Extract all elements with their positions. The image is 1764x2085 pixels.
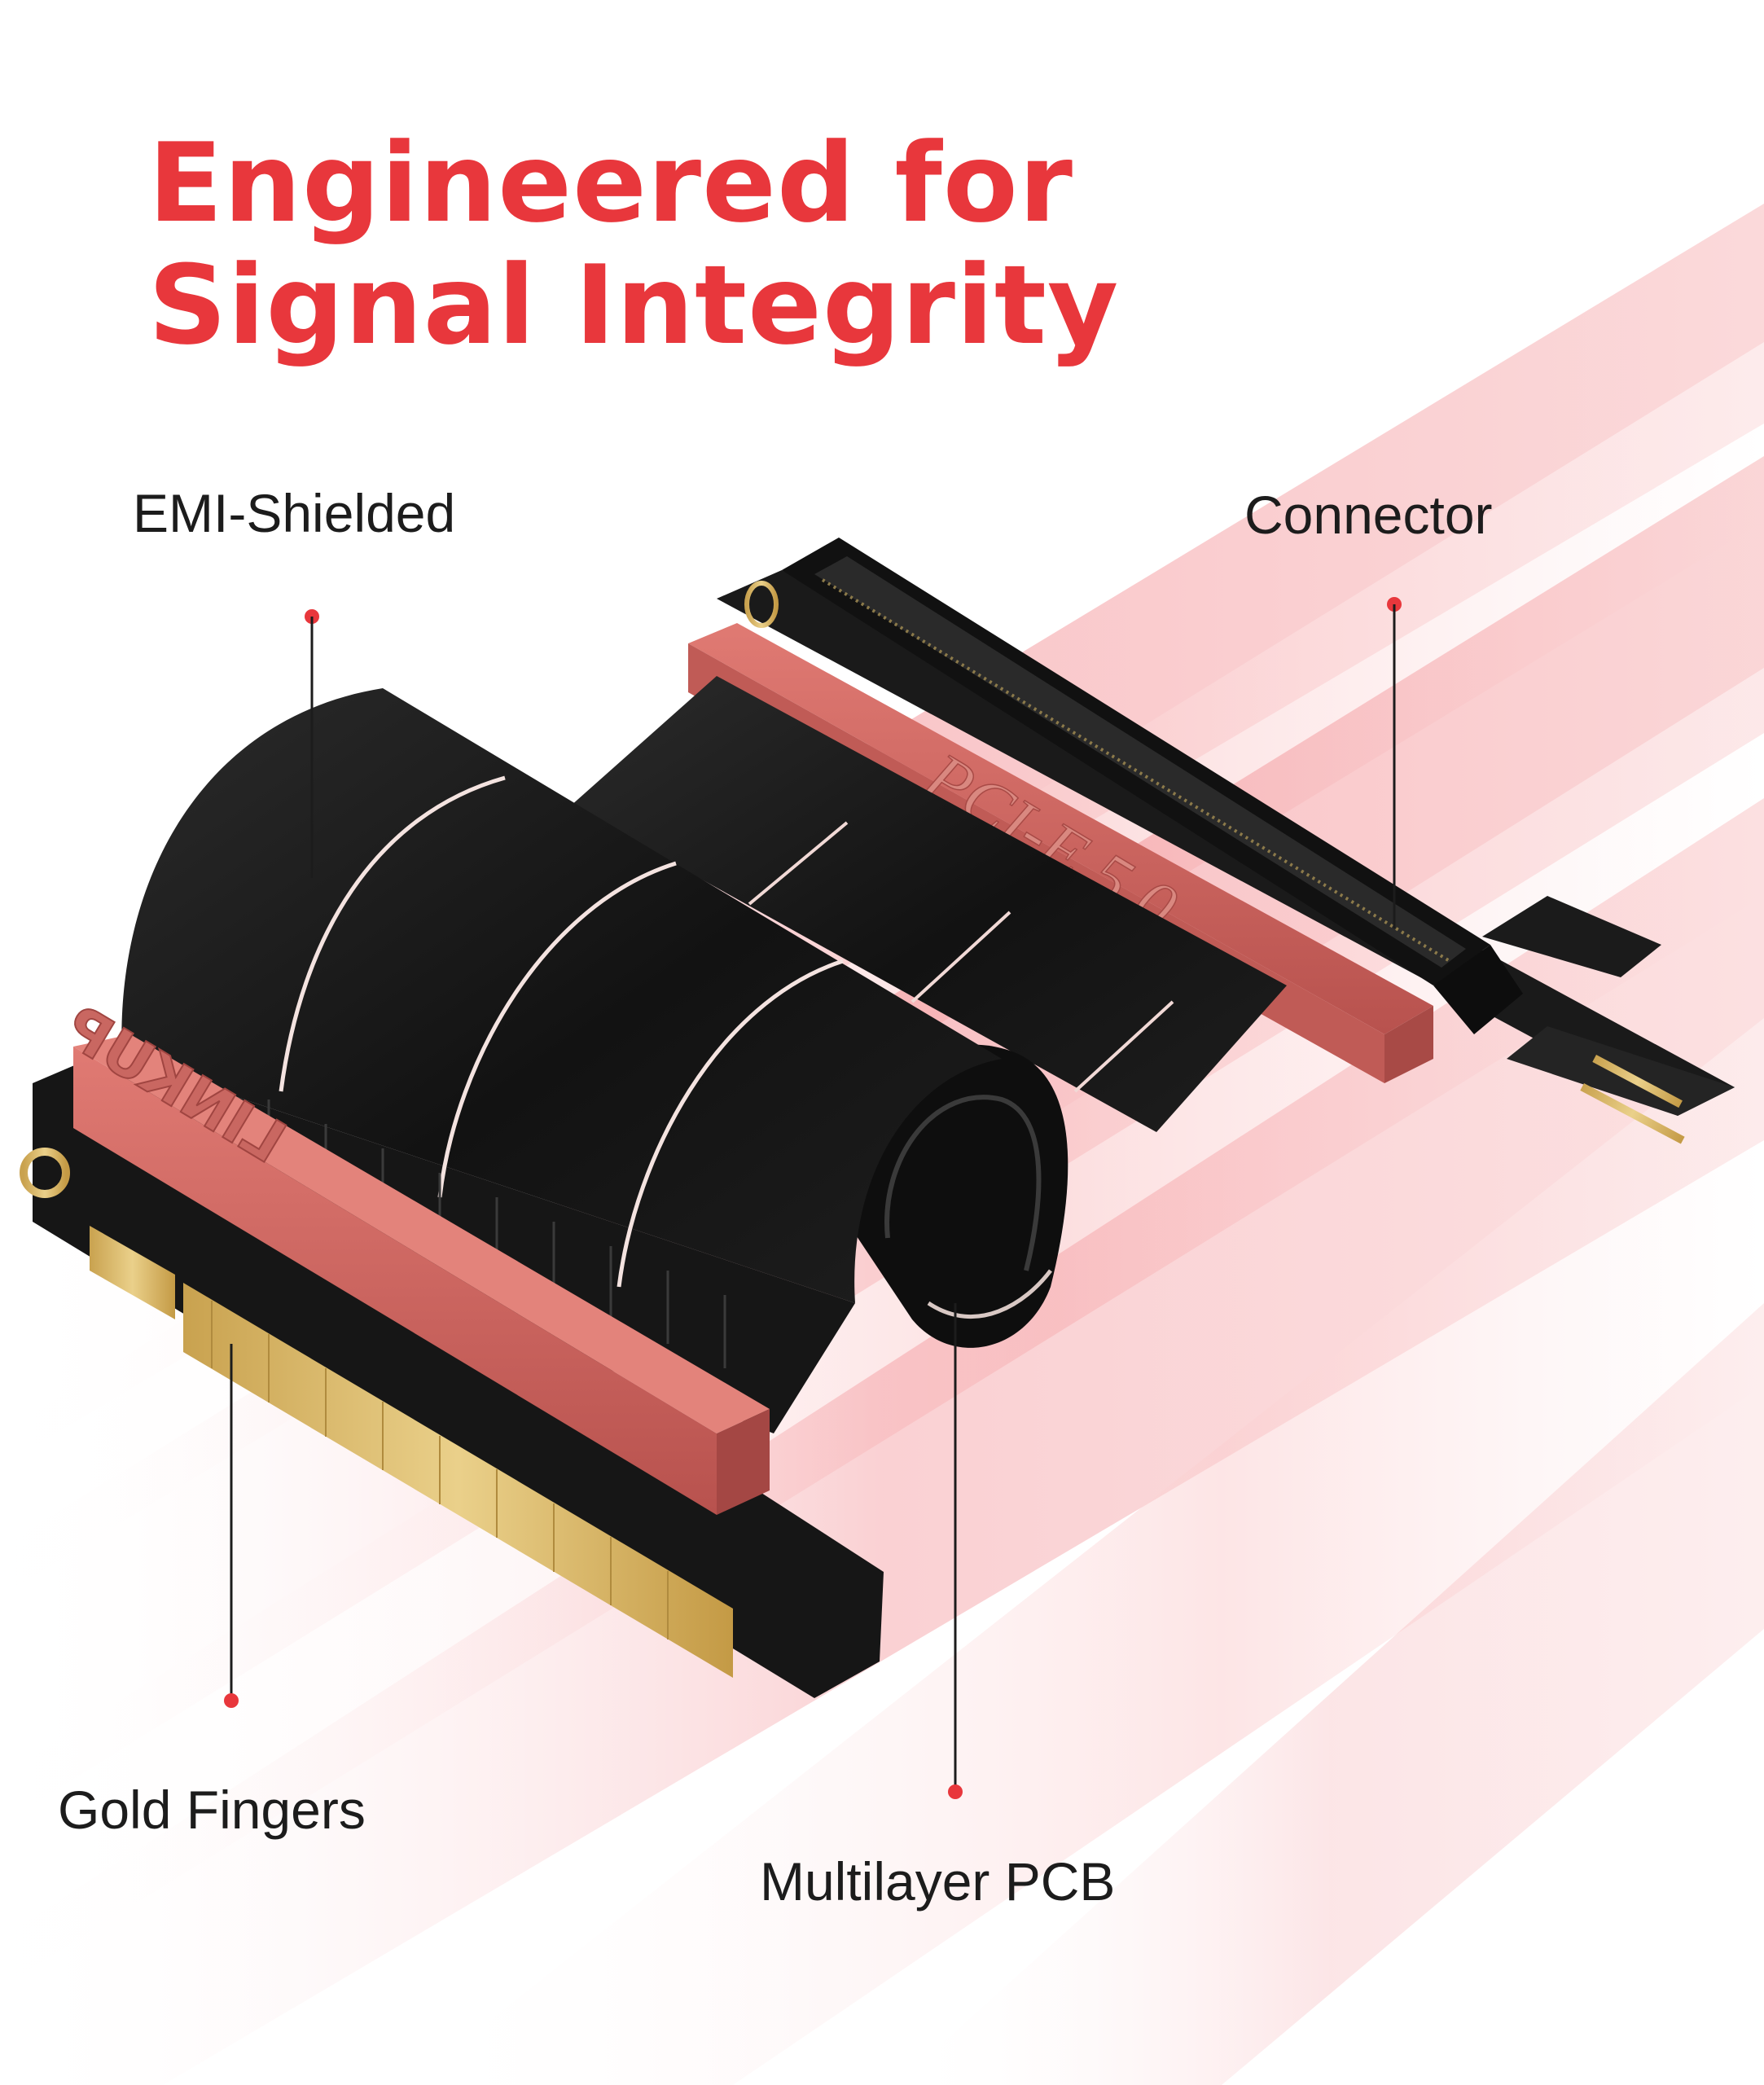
- callout-multilayer-pcb: Multilayer PCB: [760, 1851, 1116, 1912]
- pcie-slot-connector: [782, 538, 1661, 1034]
- flat-ribbon-back: [570, 676, 1287, 1132]
- callout-emi-shielded: EMI-Shielded: [133, 483, 456, 543]
- callout-gold-fingers: Gold Fingers: [58, 1780, 366, 1840]
- headline-line-1: Engineered for: [148, 120, 1073, 247]
- callout-emi-shielded-leader: [305, 609, 319, 878]
- callout-connector: Connector: [1244, 485, 1493, 545]
- callout-connector-leader: [1387, 597, 1402, 928]
- headline: Engineered for Signal Integrity: [148, 122, 1119, 367]
- headline-line-2: Signal Integrity: [148, 242, 1120, 369]
- callout-multilayer-pcb-leader: [948, 1303, 963, 1799]
- callout-gold-fingers-leader: [224, 1344, 239, 1708]
